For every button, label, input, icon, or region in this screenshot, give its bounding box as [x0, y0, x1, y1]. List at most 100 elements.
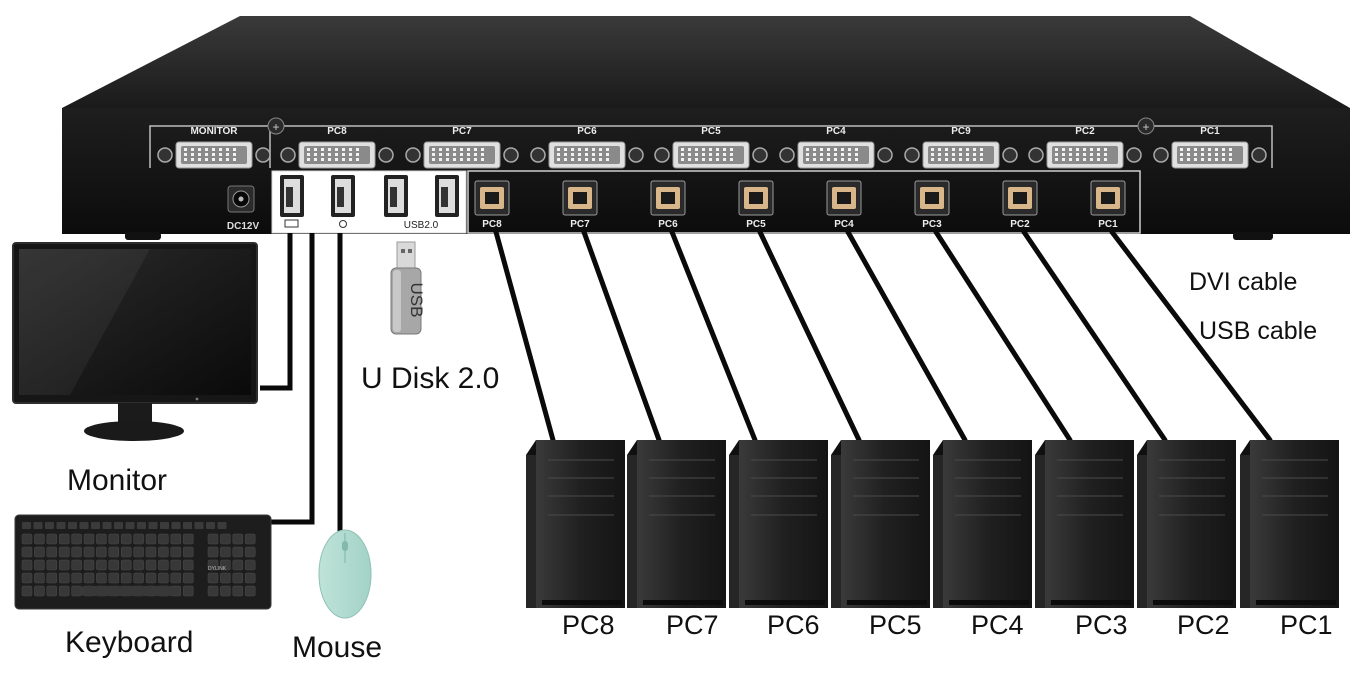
dvi-port-label: PC4	[826, 126, 846, 137]
pc-cable	[845, 229, 968, 443]
pc-tower	[933, 440, 1032, 608]
kvm-foot	[1233, 232, 1273, 240]
pc-cable	[493, 229, 556, 443]
usb-a-panel	[271, 170, 467, 234]
pc-cable	[581, 229, 662, 443]
computer-label: PC4	[971, 610, 1024, 640]
dvi-port-label: PC2	[1075, 126, 1095, 137]
usb-a-port	[435, 175, 459, 217]
dvi-pc-port: PC5	[654, 126, 768, 169]
svg-text:+: +	[1142, 120, 1149, 134]
monitor-power-dot	[195, 397, 199, 401]
pc-tower	[831, 440, 930, 608]
computer-label: PC6	[767, 610, 820, 640]
usb-b-port-label: PC8	[482, 219, 502, 230]
monitor-screen	[19, 249, 251, 395]
dvi-pc-port: PC1	[1153, 126, 1267, 169]
pc-tower	[1137, 440, 1236, 608]
pc-cable	[1021, 229, 1168, 443]
monitor-label: Monitor	[67, 464, 168, 497]
usb-a-port	[384, 175, 408, 217]
usb-b-port: PC4	[826, 180, 862, 230]
pc-cable	[757, 229, 862, 443]
usb-b-port: PC2	[1002, 180, 1038, 230]
usb-b-port-label: PC6	[658, 219, 678, 230]
usb-b-port-label: PC5	[746, 219, 766, 230]
computer-label: PC7	[666, 610, 719, 640]
usb-a-port	[331, 175, 355, 217]
usb-b-panel	[467, 170, 1141, 234]
dvi-port-label: PC5	[701, 126, 721, 137]
mouse-device	[318, 529, 372, 619]
usb-b-port: PC7	[562, 180, 598, 230]
usb-b-port: PC6	[650, 180, 686, 230]
keyboard-device: DYLINK	[14, 514, 272, 610]
power-label: DC12V	[227, 221, 260, 232]
dvi-port-label: PC8	[327, 126, 347, 137]
computer-label: PC5	[869, 610, 922, 640]
monitor-device	[12, 242, 258, 441]
usb-stick-text: USB	[407, 283, 426, 318]
dvi-pc-port: PC7	[405, 126, 519, 169]
dvi-pc-port: PC2	[1028, 126, 1142, 169]
dvi-port-label: MONITOR	[190, 126, 238, 137]
usb-a-port	[280, 175, 304, 217]
usb-b-port: PC8	[474, 180, 510, 230]
usb-b-port-label: PC1	[1098, 219, 1118, 230]
pc-cable	[1109, 229, 1273, 443]
dvi-port-label: PC7	[452, 126, 472, 137]
cables	[260, 233, 343, 535]
dvi-port-label: PC6	[577, 126, 597, 137]
dvi-port-label: PC1	[1200, 126, 1220, 137]
dvi-pc-port: PC8	[280, 126, 394, 169]
monitor-base	[84, 421, 184, 441]
panel-screw: +	[1137, 117, 1155, 135]
kvm-switch: + + DC12V	[62, 16, 1350, 240]
computer-label: PC2	[1177, 610, 1230, 640]
dvi-pc-port: PC6	[530, 126, 644, 169]
dvi-port-label: PC9	[951, 126, 971, 137]
pc-tower	[526, 440, 625, 608]
usb-b-port: PC5	[738, 180, 774, 230]
usb2-label: USB2.0	[404, 220, 439, 231]
monitor-cable	[260, 233, 293, 391]
mouse-label: Mouse	[292, 631, 383, 664]
usb-cable-label: USB cable	[1199, 317, 1318, 345]
usb-b-port-label: PC4	[834, 219, 854, 230]
power-jack	[227, 185, 255, 213]
computer-label: PC3	[1075, 610, 1128, 640]
panel-screw: +	[267, 117, 285, 135]
monitor-stand	[118, 403, 152, 425]
pc-tower	[1240, 440, 1339, 608]
dvi-pc-port: PC9	[904, 126, 1018, 169]
dvi-monitor-port: MONITOR	[157, 126, 271, 169]
pc-tower	[729, 440, 828, 608]
dvi-cable-label: DVI cable	[1189, 268, 1298, 296]
dvi-port-frame	[149, 125, 1273, 168]
mouse-port-icon	[339, 220, 347, 228]
usb-b-port: PC1	[1090, 180, 1126, 230]
usb-stick: USB	[390, 241, 426, 335]
usb-b-port-label: PC2	[1010, 219, 1030, 230]
pc-cable	[933, 229, 1073, 443]
computer-label: PC1	[1280, 610, 1333, 640]
kvm-top-panel	[62, 16, 1350, 108]
keyboard-port-icon	[284, 219, 299, 228]
usb-b-port-label: PC7	[570, 219, 590, 230]
pc-tower	[1035, 440, 1134, 608]
udisk-label: U Disk 2.0	[361, 362, 500, 395]
usb-b-port-label: PC3	[922, 219, 942, 230]
computer-label: PC8	[562, 610, 615, 640]
keyboard-brand: DYLINK	[208, 566, 227, 572]
usb-b-port: PC3	[914, 180, 950, 230]
dvi-pc-port: PC4	[779, 126, 893, 169]
svg-text:+: +	[272, 120, 279, 134]
keyboard-cable	[268, 233, 315, 525]
pc-tower	[627, 440, 726, 608]
pc-cable	[669, 229, 758, 443]
kvm-foot	[125, 232, 161, 240]
monitor-screen-glare	[19, 249, 150, 395]
keyboard-label: Keyboard	[65, 626, 194, 659]
